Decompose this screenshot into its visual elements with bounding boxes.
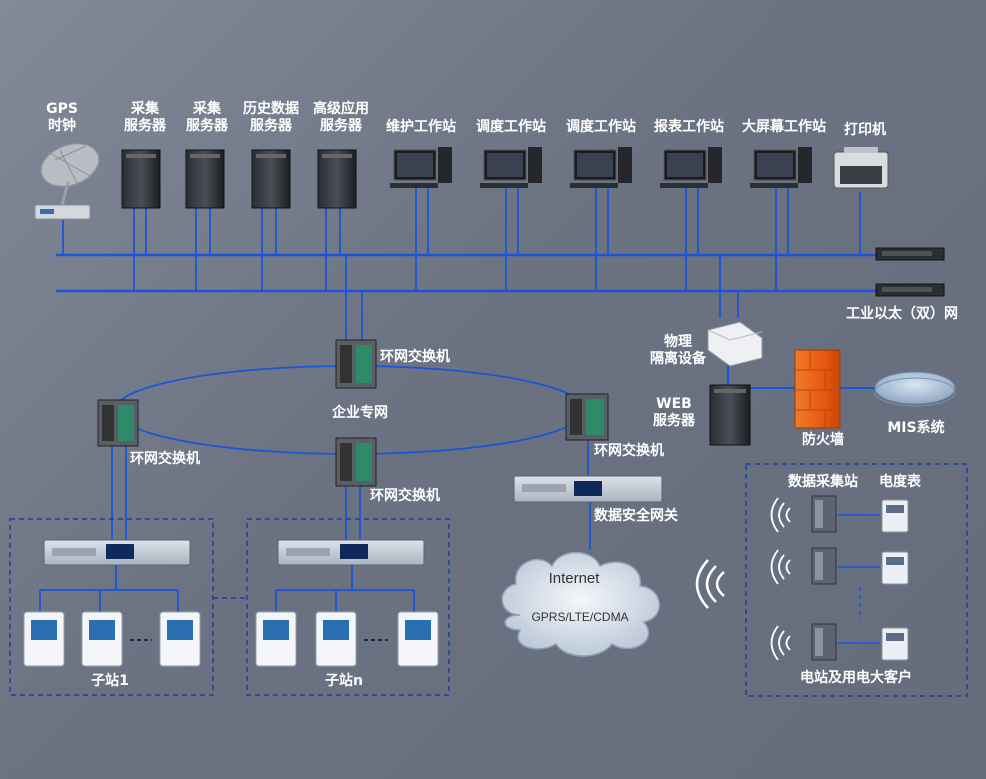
rack-unit-icon bbox=[811, 623, 837, 661]
ring-drops bbox=[39, 440, 591, 612]
rack-switch-icon bbox=[875, 247, 945, 261]
desktop-workstation-icon bbox=[660, 147, 722, 188]
customer-box bbox=[745, 463, 968, 697]
printer-label: 打印机 bbox=[844, 122, 886, 138]
bigscreen-workstation-label: 大屏幕工作站 bbox=[742, 119, 826, 135]
device-drops bbox=[62, 188, 861, 340]
terminal-unit-icon bbox=[397, 611, 439, 667]
ring-switch-icon bbox=[565, 393, 609, 441]
cloud-icon: Internet GPRS/LTE/CDMA bbox=[501, 551, 661, 657]
ring-switch-left-label: 环网交换机 bbox=[130, 451, 200, 467]
wifi-wave-icon bbox=[770, 549, 791, 585]
terminal-unit-icon bbox=[81, 611, 123, 667]
isolation-device-label: 物理隔离设备 bbox=[650, 334, 706, 367]
satellite-dish-icon bbox=[34, 142, 100, 220]
dashed-boxes bbox=[9, 463, 968, 697]
meter-icon bbox=[881, 499, 909, 533]
tower-server-icon bbox=[251, 149, 291, 209]
terminal-unit-icon bbox=[159, 611, 201, 667]
terminal-unit-icon bbox=[23, 611, 65, 667]
tower-server-icon bbox=[709, 384, 751, 446]
ring-switch-icon bbox=[97, 399, 139, 447]
rack-unit-icon bbox=[277, 539, 425, 566]
meter-label: 电度表 bbox=[879, 474, 921, 490]
desktop-workstation-icon bbox=[480, 147, 542, 188]
report-workstation-label: 报表工作站 bbox=[654, 119, 724, 135]
firewall-label: 防火墙 bbox=[802, 432, 844, 448]
substation-n-label: 子站n bbox=[325, 673, 363, 689]
rack-switch-icon bbox=[875, 283, 945, 297]
tower-server-icon bbox=[121, 149, 161, 209]
ring-switch-icon bbox=[335, 339, 377, 389]
tower-server-icon bbox=[185, 149, 225, 209]
ethernet-bus bbox=[56, 253, 878, 293]
advanced-server-label: 高级应用服务器 bbox=[313, 101, 369, 134]
ring-switch-top-label: 环网交换机 bbox=[380, 349, 450, 365]
rack-unit-icon bbox=[811, 547, 837, 585]
substation-1-label: 子站1 bbox=[91, 673, 129, 689]
desktop-workstation-icon bbox=[570, 147, 632, 188]
internet-label: Internet bbox=[549, 570, 601, 587]
terminal-unit-icon bbox=[315, 611, 357, 667]
desktop-workstation-icon bbox=[390, 147, 452, 188]
firewall-icon bbox=[794, 349, 841, 429]
wifi-wave-icon bbox=[770, 625, 791, 661]
wifi-wave-icon bbox=[770, 497, 791, 533]
history-server-label: 历史数据服务器 bbox=[243, 101, 299, 134]
enterprise-network-label: 企业专网 bbox=[332, 405, 388, 421]
rack-unit-icon bbox=[43, 539, 191, 566]
customers-label: 电站及用电大客户 bbox=[800, 670, 912, 686]
security-gateway-label: 数据安全网关 bbox=[594, 508, 678, 524]
customer-links bbox=[838, 514, 880, 644]
rack-unit-icon bbox=[513, 475, 663, 503]
maint-workstation-label: 维护工作站 bbox=[386, 119, 456, 135]
mis-disc-icon bbox=[874, 371, 956, 407]
meter-icon bbox=[881, 551, 909, 585]
ring-switch-icon bbox=[335, 437, 377, 487]
desktop-workstation-icon bbox=[750, 147, 812, 188]
ethernet-label: 工业以太（双）网 bbox=[846, 306, 958, 322]
dispatch-workstation-2-label: 调度工作站 bbox=[566, 119, 636, 135]
ring-switch-right-label: 环网交换机 bbox=[594, 443, 664, 459]
tower-server-icon bbox=[317, 149, 357, 209]
collect-station-label: 数据采集站 bbox=[788, 474, 858, 490]
dispatch-workstation-1-label: 调度工作站 bbox=[476, 119, 546, 135]
mis-system-label: MIS系统 bbox=[887, 420, 945, 436]
collect-server-1-label: 采集服务器 bbox=[124, 101, 166, 134]
gprs-label: GPRS/LTE/CDMA bbox=[531, 610, 628, 624]
terminal-unit-icon bbox=[255, 611, 297, 667]
isolation-device-icon bbox=[707, 321, 763, 367]
rack-unit-icon bbox=[811, 495, 837, 533]
meter-icon bbox=[881, 627, 909, 661]
collect-server-2-label: 采集服务器 bbox=[186, 101, 228, 134]
printer-icon bbox=[833, 147, 889, 189]
substationn-box bbox=[246, 518, 450, 696]
ring-switch-center-label: 环网交换机 bbox=[370, 488, 440, 504]
substation1-box bbox=[9, 518, 214, 696]
wifi-wave-icon bbox=[695, 559, 725, 609]
